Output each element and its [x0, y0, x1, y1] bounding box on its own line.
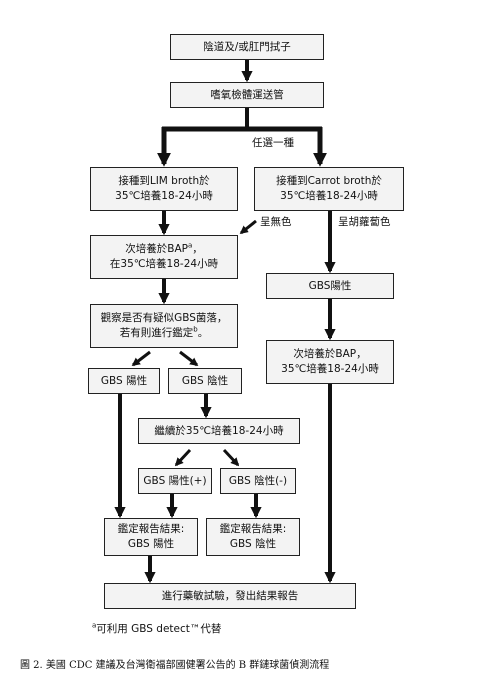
- box-subculture-bap: 次培養於BAPa， 在35℃培養18-24小時: [90, 235, 238, 279]
- box-text: 鑑定報告結果:: [219, 523, 287, 535]
- box-observe-colonies: 觀察是否有疑似GBS菌落， 若有則進行鑑定b。: [90, 304, 238, 348]
- box-susceptibility-test: 進行藥敏試驗，發出結果報告: [104, 583, 356, 609]
- arrow: [174, 448, 192, 467]
- box-text: 接種到LIM broth於: [118, 175, 210, 187]
- box-text: 若有則進行鑑定b。: [120, 326, 208, 341]
- footnote-marker: b: [193, 325, 198, 334]
- box-subculture-bap-right: 次培養於BAP， 35℃培養18-24小時: [266, 340, 394, 384]
- box-text: GBS 陽性(+): [143, 474, 207, 487]
- box-text: GBS 陰性: [181, 374, 229, 387]
- label-orange: 呈胡蘿蔔色: [338, 216, 391, 228]
- box-text: 嗜氧檢體運送管: [210, 88, 284, 101]
- footnote-marker: a: [187, 241, 193, 250]
- box-gbs-positive-right: GBS陽性: [266, 273, 394, 299]
- footnote: a可利用 GBS detect™代替: [92, 621, 221, 636]
- box-text: GBS 陰性(-): [228, 474, 288, 487]
- box-text-main: 若有則進行鑑定: [119, 327, 194, 339]
- box-text: 觀察是否有疑似GBS菌落，: [100, 312, 228, 324]
- footnote-marker: a: [92, 621, 97, 630]
- box-text: 35℃培養18-24小時: [115, 190, 213, 202]
- arrow: [179, 350, 199, 367]
- box-text: 35℃培養18-24小時: [281, 363, 379, 375]
- box-transport-tube: 嗜氧檢體運送管: [170, 82, 324, 108]
- box-vaginal-rectal-swab: 陰道及/或肛門拭子: [170, 34, 324, 60]
- box-text: 次培養於BAPa，: [125, 242, 203, 257]
- footnote-text: 可利用 GBS detect™代替: [96, 623, 222, 635]
- arrow: [222, 448, 240, 467]
- box-continue-incubation: 繼續於35℃培養18-24小時: [138, 418, 300, 444]
- figure-caption: 圖 2. 美國 CDC 建議及台灣衛福部國健署公告的 B 群鏈球菌偵測流程: [20, 660, 330, 671]
- box-text: GBS 陰性: [229, 538, 277, 550]
- box-text: 35℃培養18-24小時: [280, 190, 378, 202]
- box-report-positive: 鑑定報告結果: GBS 陽性: [104, 518, 198, 556]
- box-text: 在35℃培養18-24小時: [109, 258, 219, 270]
- box-gbs-positive-left: GBS 陽性: [88, 368, 160, 394]
- box-gbs-negative-minus: GBS 陰性(-): [220, 468, 296, 494]
- box-text: 進行藥敏試驗，發出結果報告: [161, 589, 299, 602]
- box-text: 繼續於35℃培養18-24小時: [154, 424, 284, 437]
- box-text: GBS 陽性: [100, 374, 148, 387]
- box-text-end: 。: [197, 327, 209, 339]
- box-text: 陰道及/或肛門拭子: [203, 40, 291, 53]
- box-report-negative: 鑑定報告結果: GBS 陰性: [206, 518, 300, 556]
- arrow: [239, 219, 257, 235]
- box-text: GBS 陽性: [127, 538, 175, 550]
- box-text: GBS陽性: [308, 279, 352, 292]
- box-carrot-broth: 接種到Carrot broth於 35℃培養18-24小時: [254, 167, 404, 211]
- label-colorless: 呈無色: [260, 216, 292, 228]
- box-text: 鑑定報告結果:: [117, 523, 185, 535]
- arrow: [131, 350, 151, 367]
- box-text-end: ，: [192, 243, 203, 255]
- box-gbs-positive-plus: GBS 陽性(+): [138, 468, 212, 494]
- box-lim-broth: 接種到LIM broth於 35℃培養18-24小時: [90, 167, 238, 211]
- box-text: 次培養於BAP，: [293, 348, 367, 360]
- box-text-main: 次培養於BAP: [125, 243, 188, 255]
- label-choose-one: 任選一種: [252, 137, 294, 149]
- box-text: 接種到Carrot broth於: [276, 175, 382, 187]
- box-gbs-negative-left: GBS 陰性: [168, 368, 242, 394]
